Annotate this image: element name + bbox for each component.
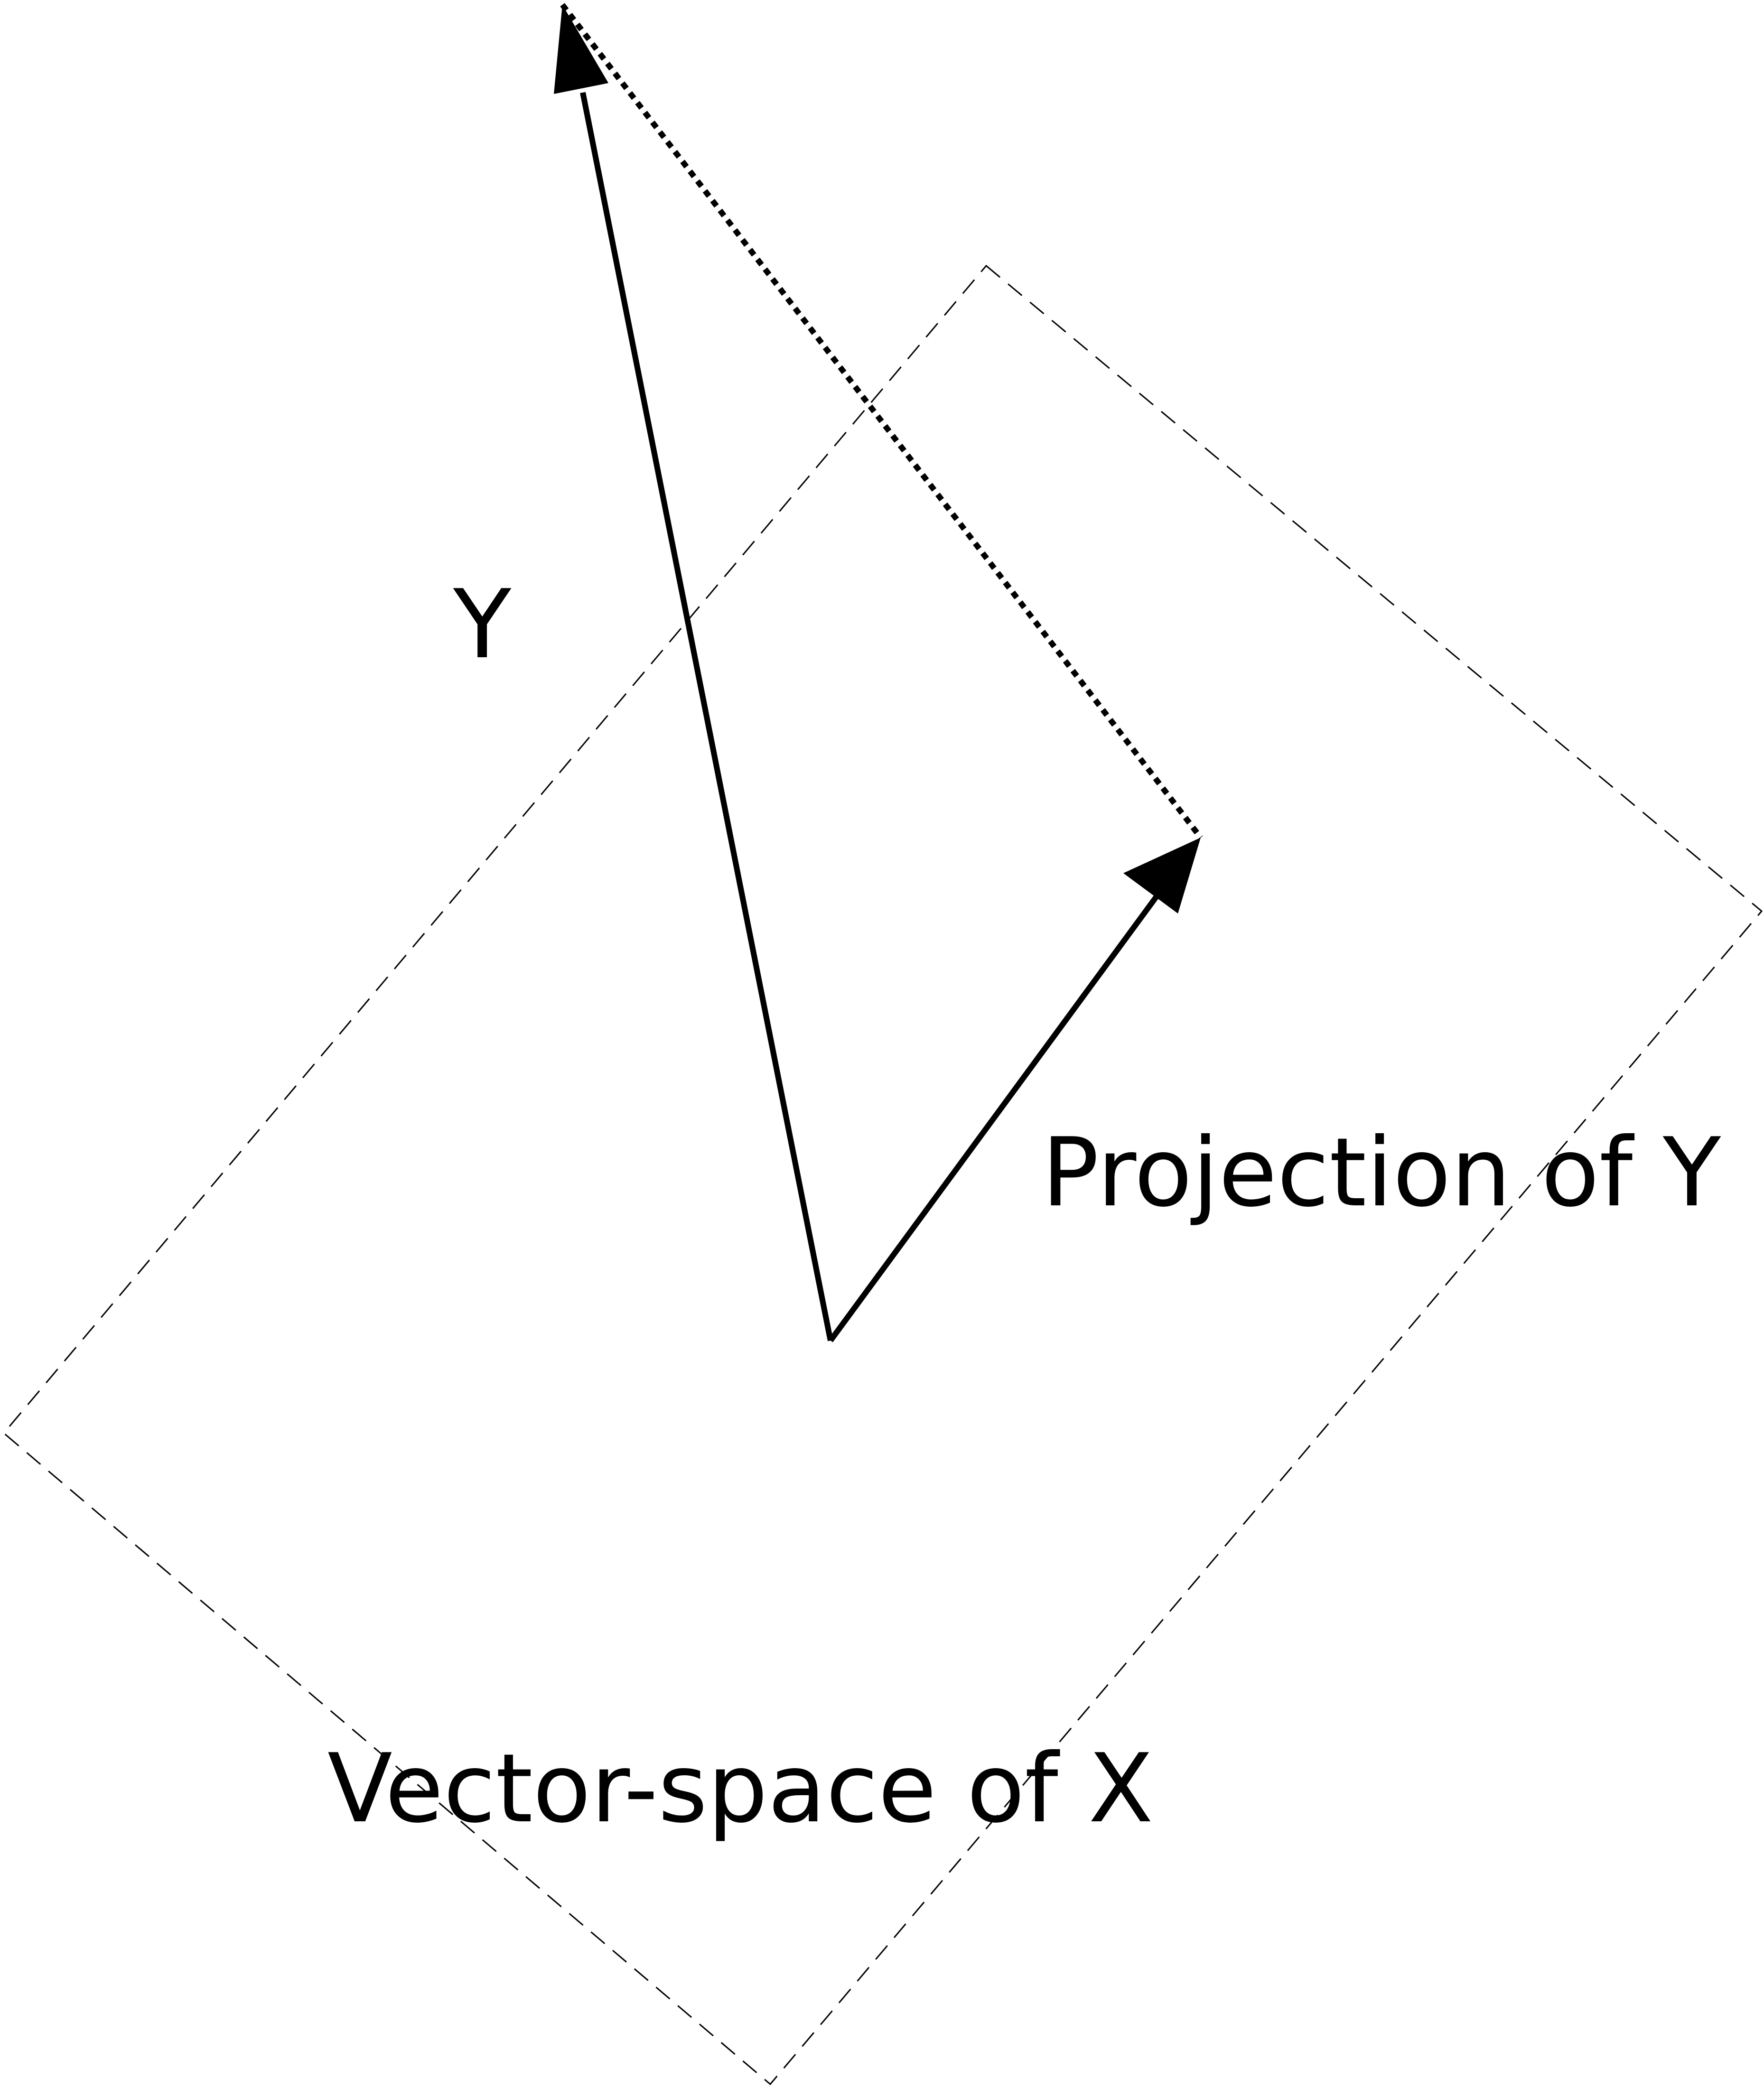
vector-space-plane xyxy=(2,264,1763,2086)
projection-vector-arrowhead xyxy=(1123,838,1201,914)
projection-label: Projection of Y xyxy=(1042,1118,1721,1228)
vector-space-label: Vector-space of X xyxy=(327,1734,1153,1844)
projection-vector-arrow xyxy=(828,893,1160,1342)
y-vector-label: Y xyxy=(453,569,512,680)
y-vector-arrowhead xyxy=(554,5,608,94)
residual-dotted-line xyxy=(560,3,1203,839)
y-vector-arrow xyxy=(580,92,833,1342)
